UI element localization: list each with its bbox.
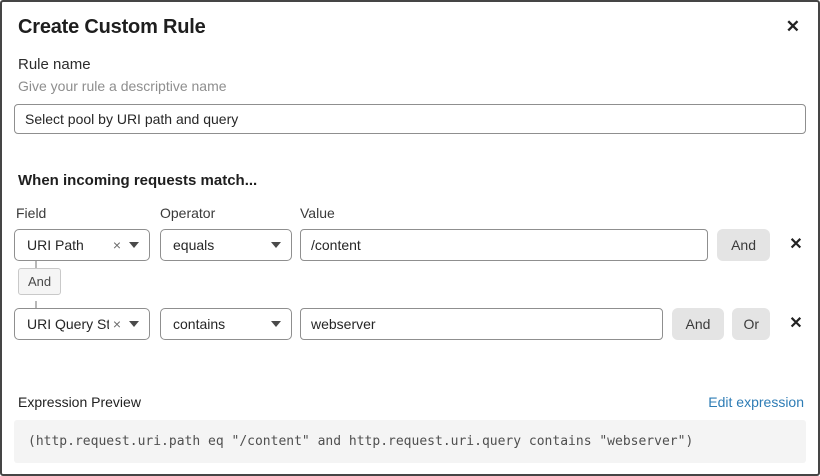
chevron-down-icon [129, 242, 139, 248]
dialog-header: Create Custom Rule ✕ [14, 14, 806, 39]
clear-icon[interactable]: × [112, 237, 121, 253]
rule-name-input[interactable] [14, 104, 806, 134]
rule-name-helper: Give your rule a descriptive name [18, 78, 227, 94]
field-select[interactable]: URI Query St... × [14, 308, 150, 340]
expression-preview-label: Expression Preview [18, 394, 141, 410]
condition-column-labels: Field Operator Value [14, 205, 806, 221]
clear-icon[interactable]: × [112, 316, 121, 332]
field-select[interactable]: URI Path × [14, 229, 150, 261]
operator-select[interactable]: contains [160, 308, 292, 340]
chevron-down-icon [129, 321, 139, 327]
connector-line [35, 301, 37, 308]
expression-preview-header: Expression Preview Edit expression [14, 394, 806, 410]
close-icon[interactable]: ✕ [782, 16, 804, 37]
condition-connector: And [14, 261, 806, 308]
delete-condition-icon[interactable]: ✕ [786, 316, 806, 332]
condition-row: URI Query St... × contains And Or ✕ [14, 308, 806, 340]
value-input[interactable] [300, 229, 709, 261]
and-button[interactable]: And [717, 229, 770, 261]
condition-row: URI Path × equals And ✕ [14, 229, 806, 261]
operator-select-value: contains [173, 316, 226, 332]
operator-column-label: Operator [160, 205, 216, 221]
dialog-title: Create Custom Rule [18, 16, 206, 38]
or-button[interactable]: Or [732, 308, 770, 340]
and-button[interactable]: And [671, 308, 725, 340]
rule-name-label: Rule name [18, 56, 91, 73]
connector-line [35, 261, 37, 268]
chevron-down-icon [271, 321, 281, 327]
delete-condition-icon[interactable]: ✕ [786, 237, 806, 253]
operator-select-value: equals [173, 237, 215, 253]
field-select-value: URI Path [27, 237, 84, 253]
value-input[interactable] [300, 308, 663, 340]
connector-and-badge: And [18, 268, 62, 295]
chevron-down-icon [271, 242, 281, 248]
operator-select[interactable]: equals [160, 229, 292, 261]
edit-expression-link[interactable]: Edit expression [708, 394, 804, 410]
value-column-label: Value [300, 205, 335, 221]
match-section-heading: When incoming requests match... [18, 172, 258, 189]
expression-preview-code: (http.request.uri.path eq "/content" and… [14, 420, 806, 463]
field-select-value: URI Query St... [27, 316, 109, 332]
field-column-label: Field [16, 205, 47, 221]
